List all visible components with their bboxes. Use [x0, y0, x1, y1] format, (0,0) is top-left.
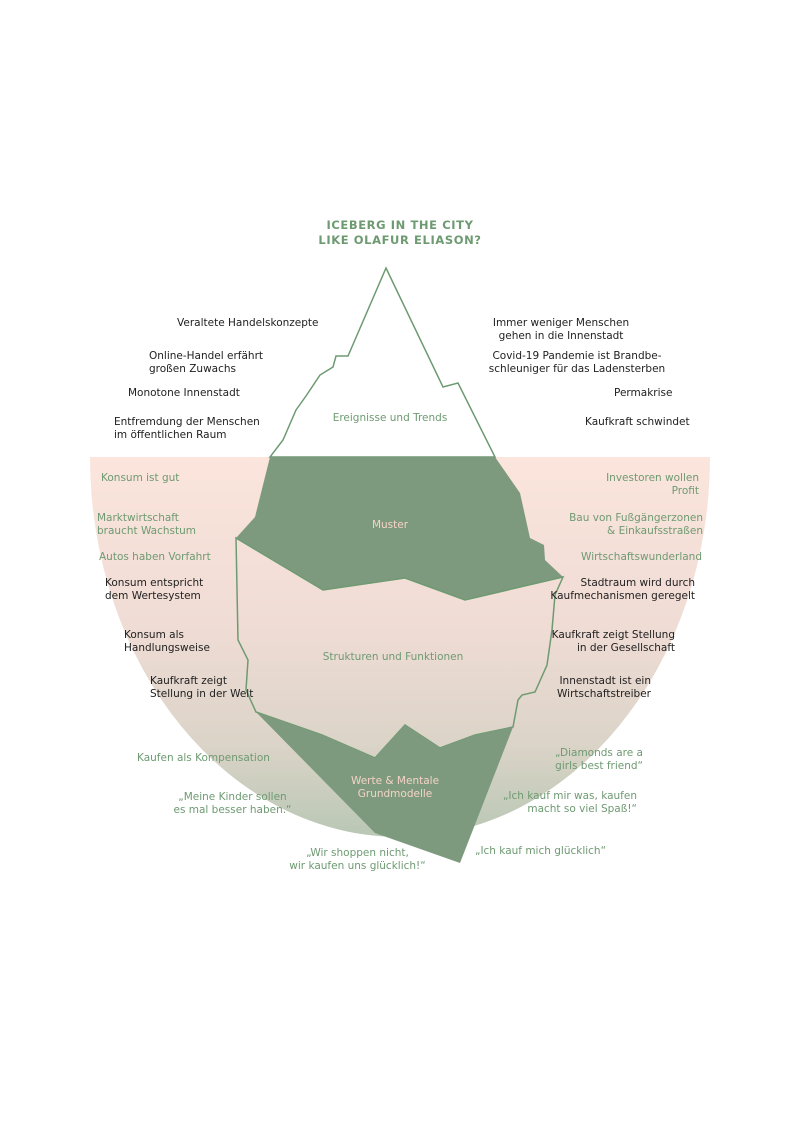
- label-investors: Investoren wollen Profit: [606, 472, 699, 497]
- label-power-world: Kaufkraft zeigt Stellung in der Welt: [150, 675, 254, 700]
- quote-fun: „Ich kauf mir was, kaufen macht so viel …: [502, 790, 637, 815]
- label-compensation: Kaufen als Kompensation: [137, 752, 270, 764]
- label-urban-space: Stadtraum wird durch Kaufmechanismen ger…: [550, 577, 695, 602]
- label-online-retail-growth: Online-Handel erfährt großen Zuwachs: [149, 350, 264, 375]
- label-consumption-values: Konsum entspricht dem Wertesystem: [105, 577, 204, 602]
- label-power-society: Kaufkraft zeigt Stellung in der Gesellsc…: [551, 629, 675, 654]
- water-body: [90, 457, 710, 837]
- label-monotone-city: Monotone Innenstadt: [128, 387, 240, 399]
- iceberg-patterns-layer: [236, 457, 563, 600]
- iceberg-tip: [268, 266, 497, 458]
- label-consumption-good: Konsum ist gut: [101, 472, 180, 484]
- label-permacrisis: Permakrise: [614, 387, 673, 399]
- label-economic-miracle: Wirtschaftswunderland: [581, 551, 702, 563]
- label-consumption-action: Konsum als Handlungsweise: [124, 629, 210, 654]
- label-pedestrian-zones: Bau von Fußgängerzonen & Einkaufsstraßen: [569, 512, 703, 537]
- diagram-title: ICEBERG IN THE CITY LIKE OLAFUR ELIASON?: [318, 218, 482, 247]
- quote-happy: „Ich kauf mich glücklich“: [475, 845, 607, 857]
- label-economic-driver: Innenstadt ist ein Wirtschaftstreiber: [557, 675, 651, 700]
- layer-label-structures: Strukturen und Funktionen: [322, 651, 464, 663]
- label-cars-priority: Autos haben Vorfahrt: [99, 551, 211, 563]
- quote-shopping: „Wir shoppen nicht, wir kaufen uns glück…: [289, 847, 426, 872]
- label-purchasing-power: Kaufkraft schwindet: [585, 416, 690, 428]
- layer-label-patterns: Muster: [371, 519, 409, 531]
- label-fewer-people: Immer weniger Menschen gehen in die Inne…: [492, 317, 630, 342]
- label-alienation: Entfremdung der Menschen im öffentlichen…: [114, 416, 260, 441]
- label-outdated-retail: Veraltete Handelskonzepte: [177, 317, 319, 329]
- layer-label-events: Ereignisse und Trends: [332, 412, 448, 424]
- layer-label-values: Werte & Mentale Grundmodelle: [350, 775, 440, 800]
- quote-children: „Meine Kinder sollen es mal besser haben…: [173, 791, 292, 816]
- iceberg-structures-layer: [235, 536, 565, 759]
- quote-diamonds: „Diamonds are a girls best friend“: [554, 747, 643, 772]
- label-market-growth: Marktwirtschaft braucht Wachstum: [97, 512, 196, 537]
- label-covid: Covid-19 Pandemie ist Brandbe- schleunig…: [488, 350, 666, 375]
- iceberg-values-layer: [256, 712, 513, 863]
